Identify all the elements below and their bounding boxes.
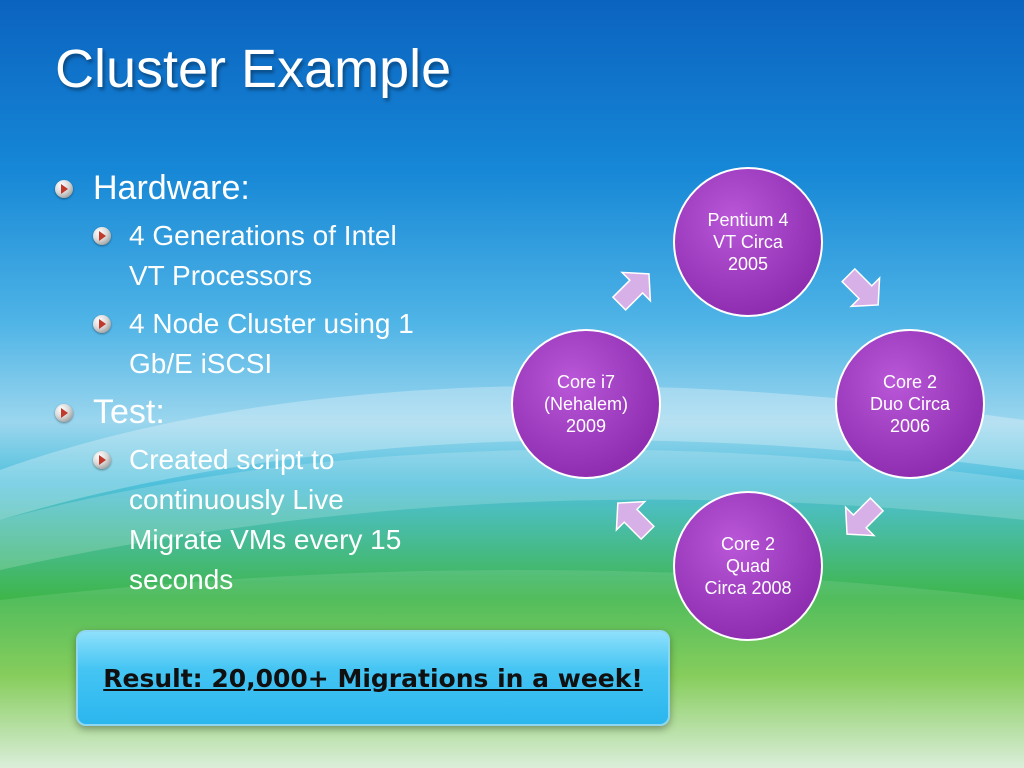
bullet-list: Hardware: 4 Generations of Intel VT Proc… [55, 168, 495, 608]
bullet-arrow-icon [93, 315, 111, 333]
sub-bullet-line: continuously Live [129, 484, 344, 515]
sub-bullet-line: 4 Node Cluster using 1 [129, 308, 414, 339]
cycle-node-label: 2005 [728, 254, 768, 274]
sub-bullet-line: seconds [129, 564, 234, 595]
cycle-node-label: 2006 [890, 416, 930, 436]
bullet-text: Test: [93, 393, 165, 431]
sub-bullet-line: Migrate VMs every 15 [129, 524, 402, 555]
result-callout: Result: 20,000+ Migrations in a week! [76, 630, 670, 726]
cycle-node-label: Core 2 [721, 534, 775, 554]
cycle-node-label: Duo Circa [870, 394, 951, 414]
cycle-arrow [841, 267, 881, 308]
bullet-text: Hardware: [93, 169, 250, 207]
bullet-arrow-icon [93, 451, 111, 469]
cycle-node-circle [835, 329, 985, 479]
result-text: Result: 20,000+ Migrations in a week! [103, 663, 643, 693]
sub-bullet-line: VT Processors [129, 260, 313, 291]
cycle-node-label: Quad [726, 556, 770, 576]
cycle-node-label: 2009 [566, 416, 606, 436]
cycle-node-label: Circa 2008 [704, 578, 791, 598]
bullet-arrow-icon [55, 404, 73, 422]
cycle-node-circle [511, 329, 661, 479]
sub-bullet-generations: 4 Generations of Intel VT Processors [55, 216, 495, 296]
sub-bullet-line: Created script to [129, 444, 335, 475]
bullet-hardware: Hardware: [55, 168, 495, 208]
cycle-node-circle [673, 491, 823, 641]
cycle-arrows [611, 267, 885, 541]
cycle-node-label: Core i7 [557, 372, 615, 392]
cycle-node-label: (Nehalem) [544, 394, 628, 414]
cycle-node-label: Pentium 4 [707, 210, 788, 230]
slide-title: Cluster Example [55, 39, 452, 99]
sub-bullet-line: 4 Generations of Intel [129, 220, 397, 251]
cycle-node-circle [673, 167, 823, 317]
cycle-arrow [844, 497, 885, 537]
cycle-arrow [611, 271, 652, 311]
sub-bullet-line: Gb/E iSCSI [129, 348, 273, 379]
bullet-arrow-icon [93, 227, 111, 245]
bullet-test: Test: [55, 392, 495, 432]
cycle-node-label: Core 2 [883, 372, 937, 392]
bullet-arrow-icon [55, 180, 73, 198]
cycle-node-label: VT Circa [713, 232, 784, 252]
cycle-arrow [615, 500, 655, 541]
cycle-node: Core i7(Nehalem)2009 [511, 329, 661, 479]
sub-bullet-cluster: 4 Node Cluster using 1 Gb/E iSCSI [55, 304, 495, 384]
sub-bullet-script: Created script to continuously Live Migr… [55, 440, 495, 600]
